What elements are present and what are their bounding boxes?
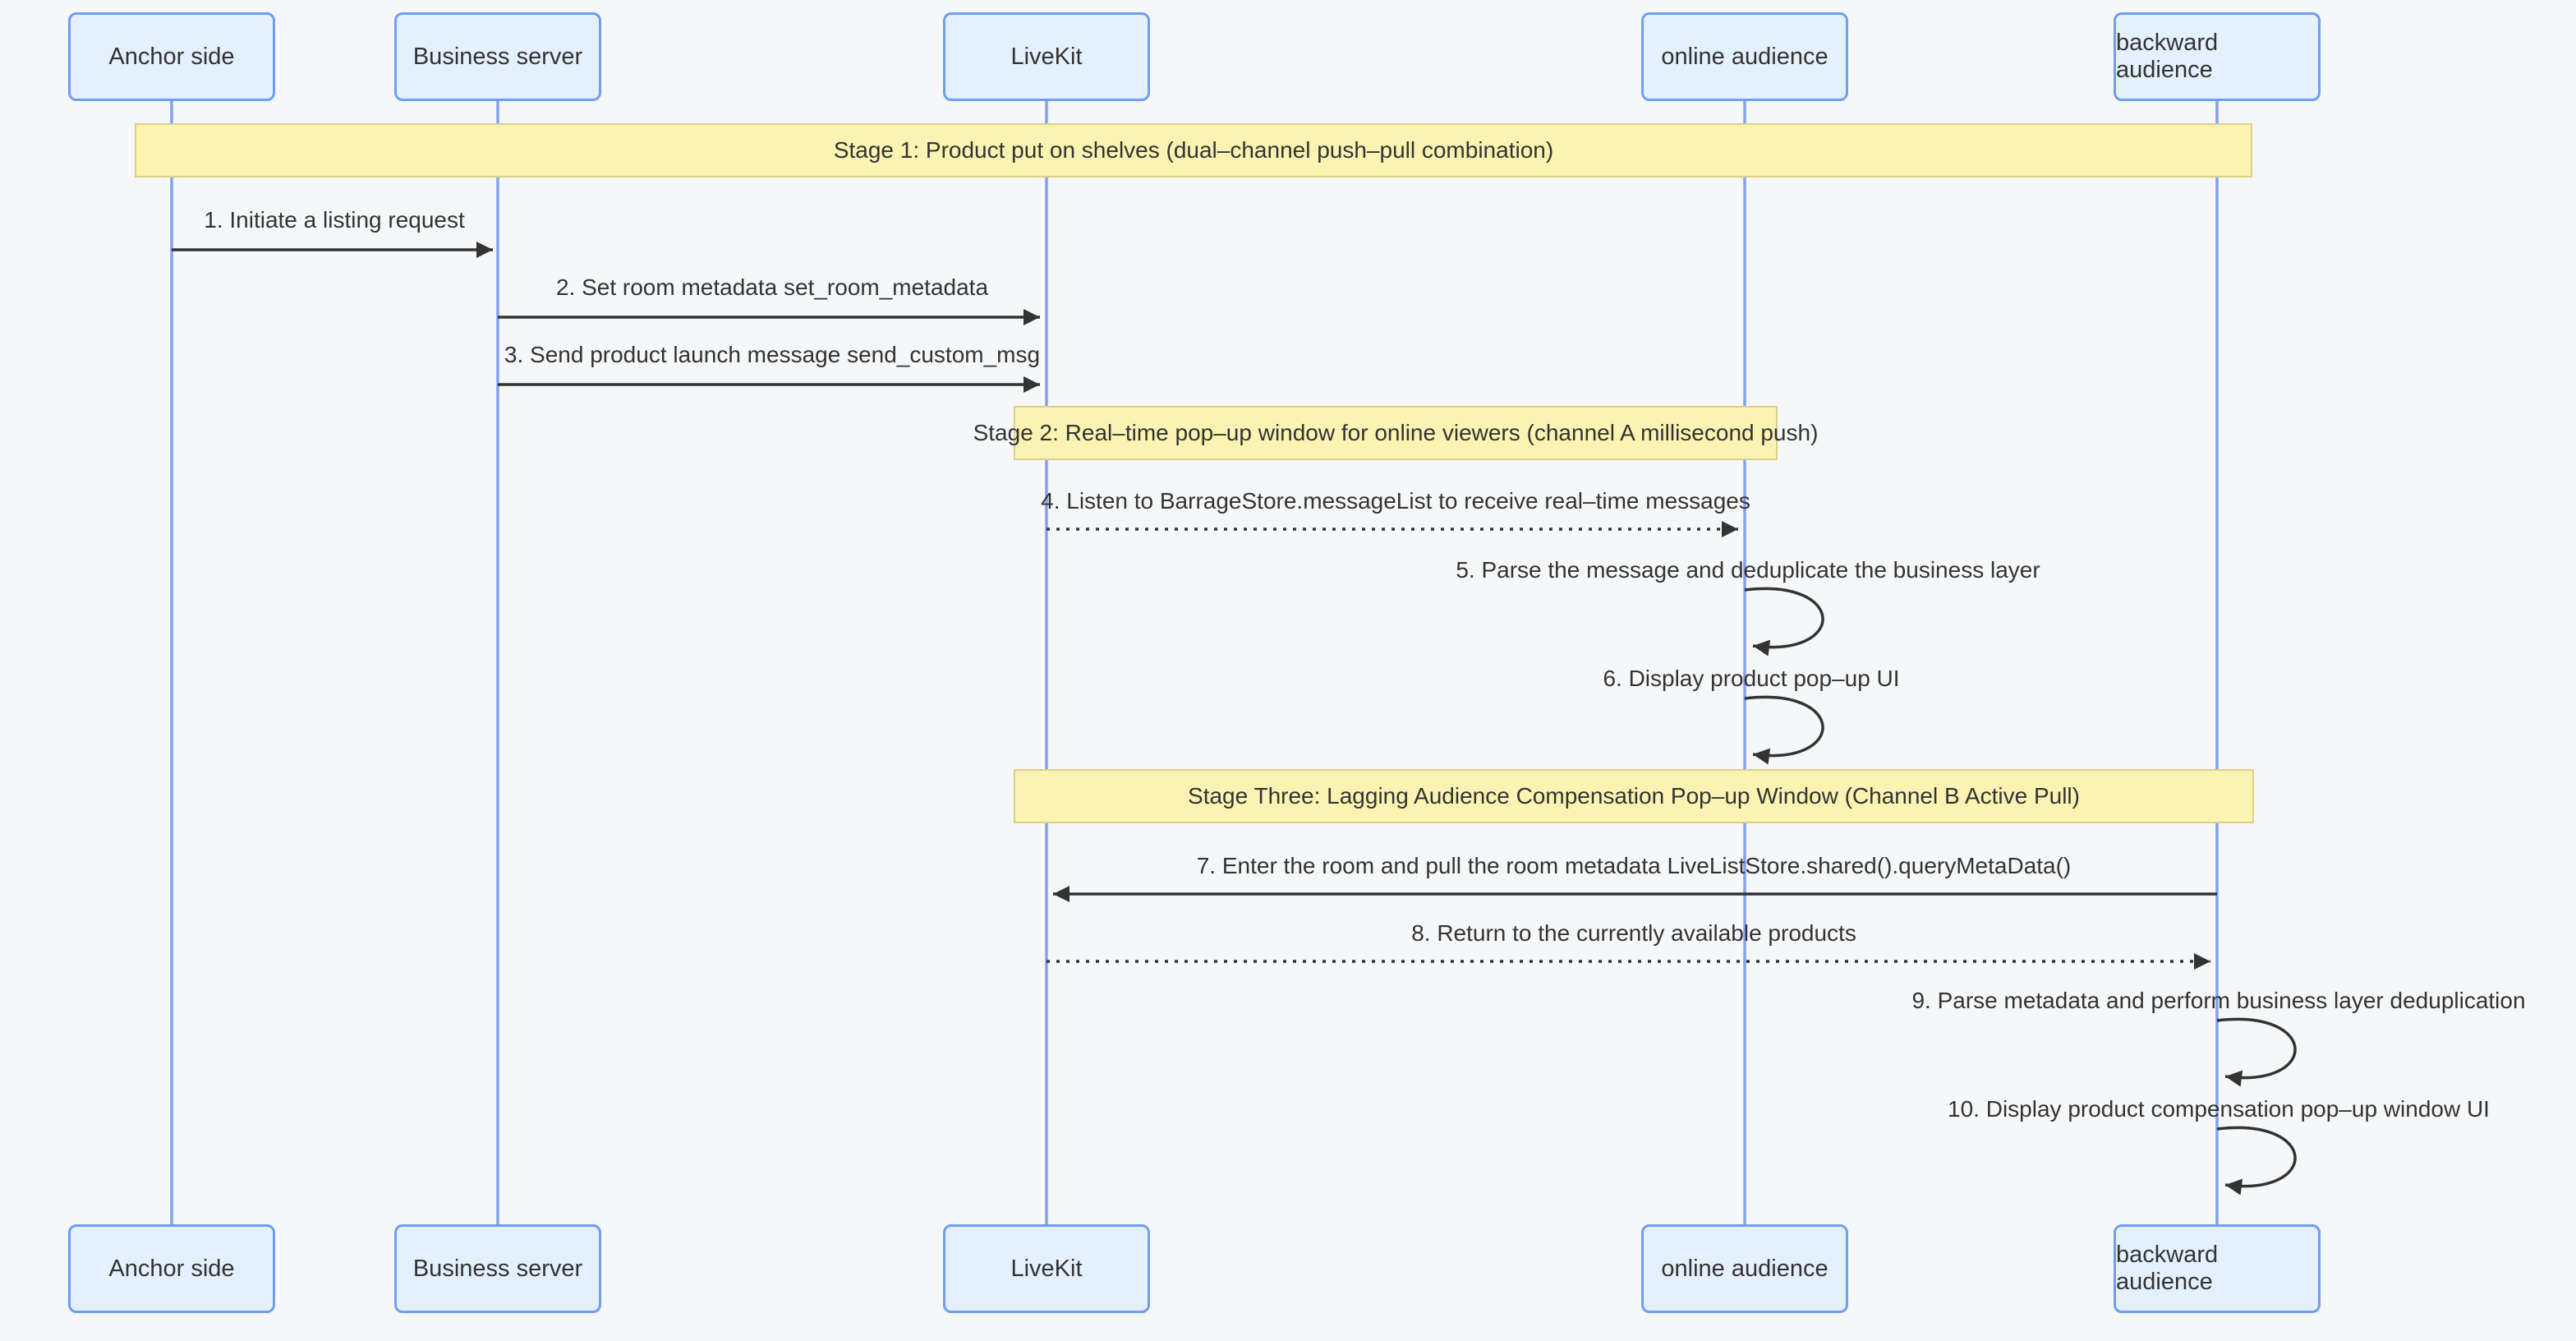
actor-label: online audience xyxy=(1661,43,1828,70)
message-4-label: 4. Listen to BarrageStore.messageList to… xyxy=(1041,488,1750,514)
actor-box-livekit-top: LiveKit xyxy=(943,12,1150,101)
message-9-self-loop xyxy=(2216,1017,2297,1087)
actor-box-business-top: Business server xyxy=(394,12,601,101)
stage-banner-1: Stage 1: Product put on shelves (dual–ch… xyxy=(135,123,2252,177)
actor-label: LiveKit xyxy=(1010,1255,1083,1282)
actor-label: LiveKit xyxy=(1010,43,1083,70)
actor-box-business-bottom: Business server xyxy=(394,1224,601,1313)
message-5-label: 5. Parse the message and deduplicate the… xyxy=(1456,557,2040,583)
actor-box-backward-top: backward audience xyxy=(2114,12,2321,101)
actor-box-anchor-top: Anchor side xyxy=(68,12,275,101)
actor-label: backward audience xyxy=(2116,30,2219,83)
message-2-label: 2. Set room metadata set_room_metadata xyxy=(555,274,989,300)
actor-box-anchor-bottom: Anchor side xyxy=(68,1224,275,1313)
message-10-label: 10. Display product compensation pop–up … xyxy=(1948,1096,2490,1122)
message-6-self-loop xyxy=(1744,695,1824,765)
stage-banner-2: Stage 2: Real–time pop–up window for onl… xyxy=(973,406,1818,460)
message-5-self-loop xyxy=(1744,587,1824,657)
actor-label: backward audience xyxy=(2116,1242,2219,1295)
message-9-label: 9. Parse metadata and perform business l… xyxy=(1911,988,2526,1013)
actor-label: online audience xyxy=(1661,1255,1828,1282)
actor-label: Business server xyxy=(412,43,583,70)
stage-banner-3: Stage Three: Lagging Audience Compensati… xyxy=(1014,769,2254,823)
message-10-self-loop xyxy=(2216,1126,2297,1196)
actor-label: Anchor side xyxy=(108,1255,235,1282)
actor-box-online-bottom: online audience xyxy=(1641,1224,1848,1313)
message-7-label: 7. Enter the room and pull the room meta… xyxy=(1196,853,2072,878)
actor-box-online-top: online audience xyxy=(1641,12,1848,101)
actor-box-backward-bottom: backward audience xyxy=(2114,1224,2321,1313)
message-3-label: 3. Send product launch message send_cust… xyxy=(504,342,1041,367)
message-6-label: 6. Display product pop–up UI xyxy=(1603,666,1900,691)
actor-box-livekit-bottom: LiveKit xyxy=(943,1224,1150,1313)
message-1-label: 1. Initiate a listing request xyxy=(204,207,465,233)
actor-label: Business server xyxy=(412,1255,583,1282)
message-8-label: 8. Return to the currently available pro… xyxy=(1411,920,1856,946)
actor-label: Anchor side xyxy=(108,43,235,70)
